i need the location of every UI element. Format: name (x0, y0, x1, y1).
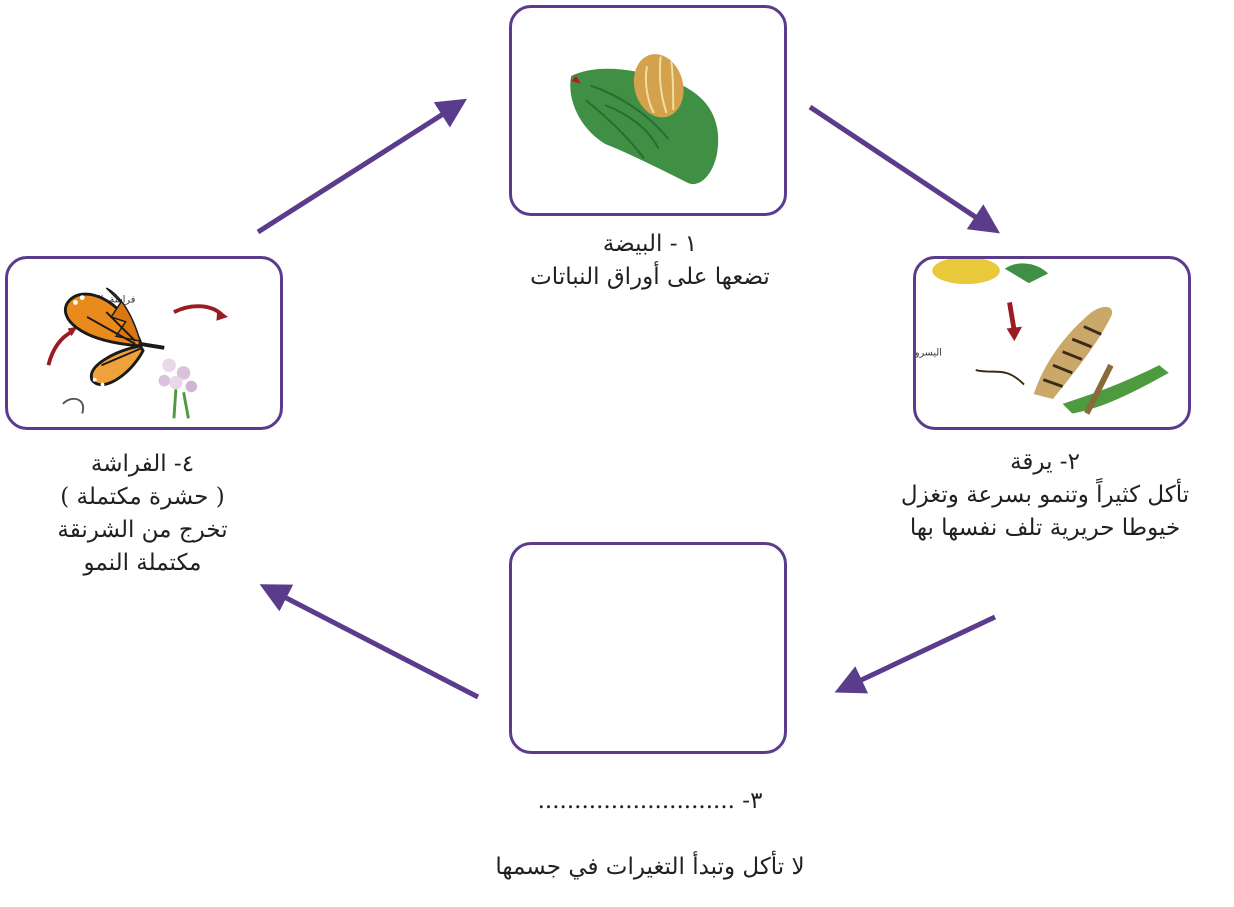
butterfly-stage-frame: فراشة بالغة (5, 256, 283, 430)
pupa-stage-label: ٣- ........................... لا تأكل و… (400, 782, 900, 886)
larva-stage-description-1: تأكل كثيراً وتنمو بسرعة وتغزل (900, 482, 1190, 508)
monarch-butterfly-image: فراشة بالغة (46, 287, 228, 419)
larva-stage-description-2: خيوطا حريرية تلف نفسها بها (909, 515, 1181, 541)
caterpillar-image: اليسروع (يرقة) (916, 259, 1169, 415)
egg-on-leaf-image (570, 54, 719, 185)
butterfly-stage-label: ٤- الفراشة ( حشرة مكتملة ) تخرج من الشرن… (10, 448, 275, 580)
egg-stage-frame (509, 5, 787, 216)
larva-stage-frame: اليسروع (يرقة) (913, 256, 1191, 430)
pupa-stage-description: لا تأكل وتبدأ التغيرات في جسمها (495, 854, 805, 880)
arrow-butterfly-to-egg (256, 98, 468, 235)
egg-stage-description: تضعها على أوراق النباتات (530, 264, 770, 290)
butterfly-stage-description-2: مكتملة النمو (83, 550, 202, 576)
butterfly-stage-subtitle: ( حشرة مكتملة ) (60, 484, 225, 510)
pupa-stage-title: ٣- ........................... (537, 788, 763, 814)
butterfly-image-caption: فراشة بالغة (88, 294, 135, 305)
egg-stage-title: ١ - البيضة (602, 231, 698, 257)
egg-stage-label: ١ - البيضة تضعها على أوراق النباتات (440, 228, 860, 294)
larva-stage-title: ٢- يرقة (1010, 449, 1080, 475)
larva-image-caption: اليسروع (يرقة) (916, 348, 942, 359)
butterfly-stage-description-1: تخرج من الشرنقة (57, 517, 228, 543)
butterfly-stage-title: ٤- الفراشة (90, 451, 195, 477)
arrow-egg-to-larva (808, 104, 1000, 234)
pupa-stage-frame (509, 542, 787, 754)
arrow-pupa-to-butterfly (259, 584, 480, 700)
larva-stage-label: ٢- يرقة تأكل كثيراً وتنمو بسرعة وتغزل خي… (845, 446, 1234, 545)
arrow-larva-to-pupa (834, 614, 997, 694)
